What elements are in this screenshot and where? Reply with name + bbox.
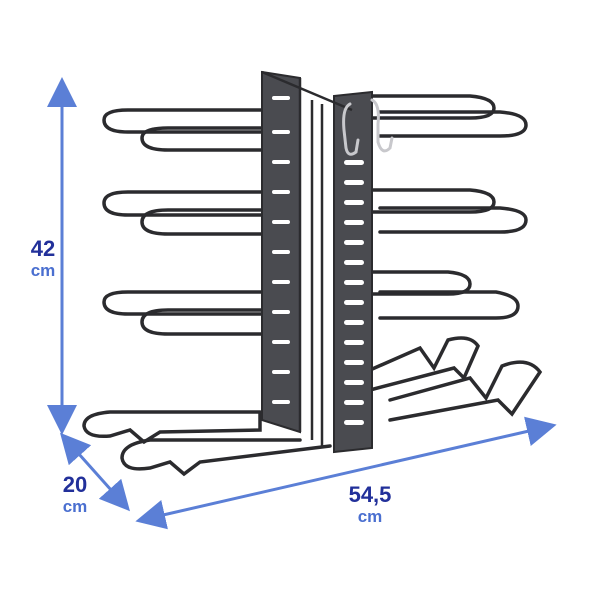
front-panel <box>333 90 373 454</box>
width-unit: cm <box>357 507 383 526</box>
dimension-arrows <box>47 77 557 530</box>
depth-unit: cm <box>62 497 88 516</box>
s-hooks <box>342 98 394 156</box>
height-unit: cm <box>30 261 56 280</box>
width-arrow <box>135 416 557 530</box>
panel-slots <box>272 96 364 425</box>
depth-value: 20 <box>62 472 88 497</box>
height-value: 42 <box>30 236 56 261</box>
central-panels <box>261 70 373 454</box>
depth-arrow <box>60 432 130 512</box>
rack-right-tiers <box>348 94 543 422</box>
width-value: 54,5 <box>348 482 392 507</box>
rack-left-tiers <box>82 108 332 477</box>
